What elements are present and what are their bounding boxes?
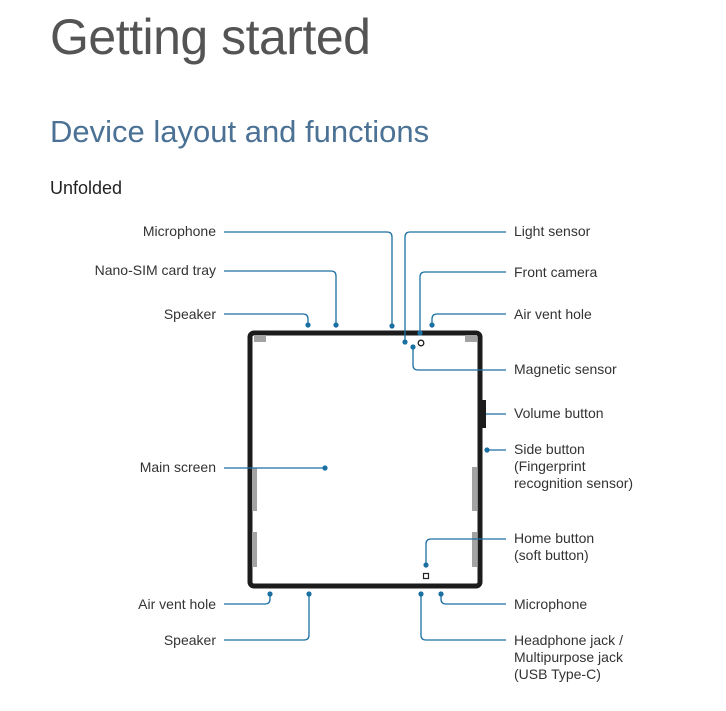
label-magnetic-sensor: Magnetic sensor [514,361,617,377]
label-speaker-top: Speaker [163,306,216,322]
label-side-button-line3: recognition sensor) [514,475,634,491]
label-home-button-line1: Home button [514,530,595,546]
label-nano-sim-tray: Nano-SIM card tray [94,262,216,278]
label-speaker-bottom: Speaker [163,632,216,648]
label-side-button-line1: Side button [514,441,585,457]
label-headphone-jack: Headphone jack / Multipurpose jack (USB … [514,632,623,683]
label-volume-button: Volume button [514,405,604,421]
label-home-button: Home button (soft button) [514,530,594,564]
page-title: Getting started [50,9,371,65]
label-side-button-line2: (Fingerprint [514,458,586,474]
label-headphone-line1: Headphone jack / [514,632,623,648]
camera-icon [417,339,425,347]
label-side-button: Side button (Fingerprint recognition sen… [514,441,633,492]
volume-button-shape [482,400,486,428]
subsection-heading: Unfolded [50,178,123,198]
label-air-vent-bottom: Air vent hole [138,596,216,612]
label-headphone-line2: Multipurpose jack [514,649,623,665]
label-headphone-line3: (USB Type-C) [514,666,601,682]
label-microphone-bottom: Microphone [514,596,588,612]
label-front-camera: Front camera [514,264,598,280]
device-frame [247,330,486,589]
label-light-sensor: Light sensor [514,223,591,239]
home-button-icon [422,572,430,580]
section-heading: Device layout and functions [50,114,430,149]
callout-dots [267,322,490,597]
label-main-screen: Main screen [139,459,216,475]
callout-lines [224,231,506,641]
label-home-button-line2: (soft button) [514,547,589,563]
label-air-vent-top: Air vent hole [514,306,592,322]
label-microphone-top: Microphone [142,223,216,239]
